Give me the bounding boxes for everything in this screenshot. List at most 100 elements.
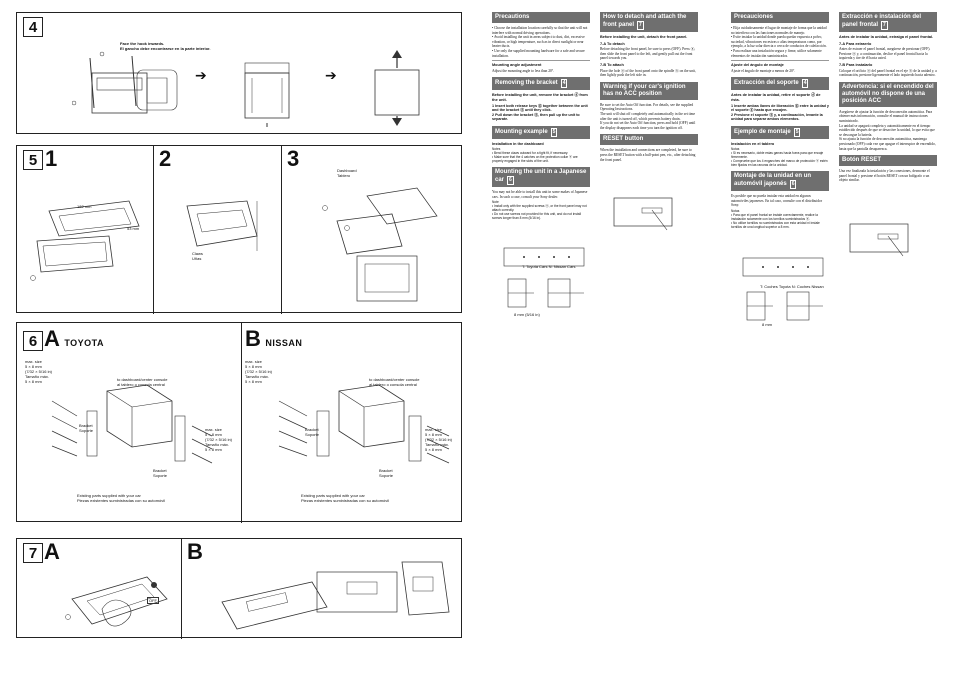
removing-heading-text: Removing the bracket — [495, 80, 558, 87]
removing-heading-text: Extracción del soporte — [734, 80, 799, 87]
reset-heading: Botón RESET — [839, 155, 937, 167]
detach-intro: Before installing the unit, detach the f… — [600, 35, 688, 39]
precautions-text: • Choose the installation location caref… — [492, 26, 588, 58]
japanese-heading-text: Montaje de la unidad en un automóvil jap… — [734, 173, 812, 188]
protection-collar-illustration — [30, 200, 140, 281]
max-size-label: max. size 5 × 8 mm (7/32 × 5/16 in) Tama… — [25, 359, 53, 384]
nissan-heading: B NISSAN — [245, 326, 302, 352]
panel-number: 6 — [23, 331, 43, 351]
unit-with-keys-illustration — [72, 51, 178, 114]
to-detach-heading: 7-A To detach — [600, 41, 625, 46]
example-heading-text: Ejemplo de montaje — [734, 128, 791, 135]
japanese-heading-text: Mounting the unit in a Japanese car — [495, 169, 587, 184]
console-label: to dashboard/center console al tablero o… — [369, 377, 420, 387]
toyota-label: TOYOTA — [64, 338, 105, 348]
dashboard-install-illustration — [322, 187, 438, 302]
japanese-car-fit-illustration — [742, 257, 824, 321]
precautions-heading: Precautions — [492, 12, 590, 23]
divider — [153, 146, 154, 314]
nissan-label: NISSAN — [265, 338, 303, 348]
english-column-1: Precautions • Choose the installation lo… — [492, 8, 590, 220]
panel-4: 4 Face the hook inwards. El gancho debe … — [16, 12, 462, 134]
to-attach-text: Place the hole ⓐ of the front panel onto… — [600, 68, 696, 78]
removing-steps: 1 Insert both release keys ⓖ together be… — [492, 103, 588, 122]
reset-text: Una vez finalizada la instalación y las … — [839, 169, 930, 183]
toyota-bracket-illustration — [51, 384, 213, 464]
console-label: to dashboard/center console al tablero o… — [117, 377, 168, 387]
figure-tag: 6 — [507, 176, 514, 186]
step-2-label: 2 — [159, 146, 172, 171]
panel-number: 7 — [23, 543, 43, 563]
japanese-text: You may not be able to install this unit… — [492, 190, 588, 199]
step-3-label: 3 — [287, 146, 300, 171]
car-legend: T: Toyota Cars N: Nissan Cars — [522, 264, 576, 269]
japanese-heading: Montaje de la unidad en un automóvil jap… — [731, 171, 829, 192]
spanish-column-2: Extracción e instalación del panel front… — [839, 8, 937, 184]
acc-heading: Advertencia: si el encendido del automóv… — [839, 81, 937, 107]
claws-label: Claws Uñas — [192, 251, 203, 261]
bracket-label: Bracket Soporte — [379, 468, 394, 478]
bracket-label: Bracket Soporte — [79, 423, 94, 433]
japanese-note: Notas • Para que el panel frontal se ins… — [731, 208, 820, 229]
hook-caption-en: Face the hook inwards. — [120, 41, 165, 46]
panel-6: 6 A TOYOTA B NISSAN max. size 5 × 8 mm (… — [16, 322, 462, 523]
precautions-heading: Precauciones — [731, 12, 829, 23]
max-size-label: max. size 5 × 8 mm (7/32 × 5/16 in) Tama… — [425, 427, 453, 452]
precautions-text: • Elija cuidadosamente el lugar de monta… — [731, 26, 827, 58]
reset-unit-illustration — [613, 197, 673, 231]
divider — [181, 539, 182, 639]
figure-tag: 4 — [801, 79, 809, 89]
angle-text: Ajuste el ángulo de montaje a menos de 2… — [731, 68, 796, 73]
divider — [731, 60, 829, 62]
detach-heading-text: Extracción e instalación del panel front… — [842, 14, 922, 28]
nissan-letter: B — [245, 326, 261, 351]
detach-heading: How to detach and attach the front panel… — [600, 12, 698, 32]
to-attach-text: Coloque el orificio ⓐ del panel frontal … — [839, 68, 937, 78]
figure-tag: 4 — [560, 79, 568, 89]
max-size-label: max. size 5 × 8 mm (7/32 × 5/16 in) Tama… — [245, 359, 273, 384]
unit-separate-illustration — [374, 50, 420, 126]
example-heading-text: Mounting example — [495, 128, 548, 135]
to-detach-heading: 7-A Para extraerlo — [839, 41, 872, 46]
figure-tag: 6 — [789, 180, 797, 190]
claws-illustration — [186, 200, 258, 251]
japanese-text: Es posible que no pueda instalar esta un… — [731, 194, 823, 208]
reset-heading: RESET button — [600, 134, 698, 146]
reset-unit-illustration — [849, 223, 909, 257]
removing-intro: Antes de instalar la unidad, retire el s… — [731, 93, 821, 102]
english-column-2: How to detach and attach the front panel… — [600, 8, 698, 163]
panel-number: 4 — [23, 17, 43, 37]
acc-heading: Warning if your car's ignition has no AC… — [600, 81, 698, 100]
bracket-label: Bracket Soporte — [153, 468, 168, 478]
detach-heading: Extracción e instalación del panel front… — [839, 12, 937, 32]
figure-tag: 5 — [550, 127, 558, 137]
detach-panel-illustration — [65, 576, 168, 627]
reset-text: When the installation and connections ar… — [600, 148, 696, 162]
dimension-width: 182 mm — [77, 204, 92, 209]
panel-7: 7 A B OFF — [16, 538, 462, 639]
section-a-label: A — [44, 539, 60, 564]
japanese-car-fit-illustration — [503, 247, 585, 308]
car-legend: T: Coches Toyota N: Coches Nissan — [760, 284, 824, 289]
attach-panel-illustration — [221, 561, 450, 630]
toyota-letter: A — [44, 326, 60, 351]
acc-text: Be sure to set the Auto Off function. Fo… — [600, 102, 696, 130]
bracket-label: Bracket Soporte — [305, 427, 320, 437]
example-note: Notes • Bend these claws outward for a t… — [492, 147, 578, 164]
angle-heading: Mounting angle adjustment — [492, 63, 542, 68]
nissan-bracket-illustration — [278, 384, 450, 464]
panel-number: 5 — [23, 150, 43, 170]
off-button-label: OFF — [147, 597, 159, 604]
detach-heading-text: How to detach and attach the front panel — [603, 14, 687, 28]
example-note: Notas • Si es necesario, doble estas gar… — [731, 147, 828, 168]
screw-dimension: 8 mm (5/16 in) — [514, 312, 540, 317]
existing-parts-label: Existing parts supplied with your car Pi… — [301, 493, 390, 503]
divider — [281, 146, 282, 314]
existing-parts-label: Existing parts supplied with your car Pi… — [77, 493, 166, 503]
to-attach-heading: 7-B To attach — [600, 62, 624, 67]
